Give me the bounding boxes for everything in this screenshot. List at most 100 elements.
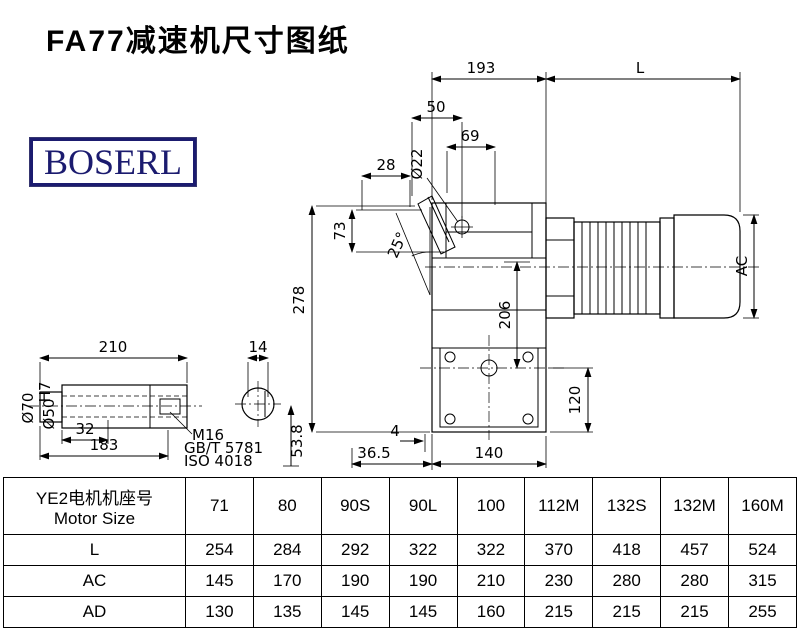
dim-50: 50 [411,98,463,218]
table-cell: 160 [456,596,526,628]
logo-text: BOSERL [43,142,183,182]
dim-4-label: 4 [390,422,400,440]
dim-28: 28 [361,156,411,210]
dim-36-5-label: 36.5 [357,444,390,462]
table-row-AC: AC 145 170 190 190 210 230 280 280 315 [3,565,797,597]
dim-193: 193 [431,59,547,215]
table-cell: 190 [388,565,458,597]
dim-120: 120 [550,367,593,433]
table-cell: 280 [592,565,662,597]
dimension-drawing: 193 L 50 69 Ø22 28 73 25° 278 [19,59,762,470]
table-cell: 130 [185,596,254,628]
gbt5781-label: GB/T 5781 [184,439,263,457]
col-header-112m: 112M [524,477,594,535]
shaft-end-view [235,381,281,427]
table-cell: 322 [456,534,526,566]
boserl-logo: BOSERL [30,138,196,186]
table-cell: 322 [388,534,458,566]
table-cell: 145 [320,596,390,628]
col-header-132m: 132M [660,477,729,535]
row-label-AD: AD [3,596,186,628]
dim-dia50-label: Ø50 [40,399,58,430]
dim-193-label: 193 [467,59,496,77]
dim-50-label: 50 [426,98,445,116]
col-header-90s: 90S [320,477,390,535]
m16-label: M16 [192,426,224,444]
table-cell: 210 [456,565,526,597]
input-shaft [417,195,473,255]
dim-206: 206 [496,261,530,369]
table-cell: 170 [252,565,322,597]
dim-73-label: 73 [331,221,349,240]
dim-L: L [545,59,741,212]
row-label-L: L [3,534,186,566]
col-header-160m: 160M [728,477,797,535]
table-cell: 215 [660,596,729,628]
dim-120-label: 120 [566,386,584,415]
dim-AC-label: AC [733,256,751,276]
dim-14-label: 14 [248,338,267,356]
dim-dia22: Ø22 [408,149,459,223]
centerlines [420,266,762,440]
motor-size-label-cn: YE2电机机座号 [35,488,154,508]
table-cell: 190 [320,565,390,597]
dim-32: 32 [61,420,109,444]
dim-210: 210 [39,338,188,389]
dim-210-label: 210 [99,338,128,356]
table-header-row: YE2电机机座号 Motor Size 71 80 90S 90L 100 11… [3,477,797,535]
table-cell: 135 [252,596,322,628]
dim-25deg: 25° [384,229,411,261]
col-header-132s: 132S [592,477,662,535]
dim-25deg-label: 25° [384,229,411,261]
table-cell: 215 [592,596,662,628]
table-cell: 292 [320,534,390,566]
m16-callout: M16 GB/T 5781 ISO 4018 [184,426,263,470]
dim-206-label: 206 [496,301,514,330]
dim-AC: AC [733,214,759,319]
col-header-90l: 90L [388,477,458,535]
dim-dia70: Ø70 [19,393,37,424]
table-cell: 145 [388,596,458,628]
table-row-AD: AD 130 135 145 145 160 215 215 215 255 [3,596,797,628]
col-header-71: 71 [185,477,254,535]
table-cell: 524 [728,534,797,566]
table-cell: 457 [660,534,729,566]
dim-183: 183 [39,426,169,460]
dim-278-label: 278 [290,286,308,315]
dim-32-label: 32 [75,420,94,438]
dim-h7-label: H7 [36,382,54,403]
table-row-L: L 254 284 292 322 322 370 418 457 524 [3,534,797,566]
dim-183-label: 183 [90,436,119,454]
table-cell: 215 [524,596,594,628]
dim-53-8-label: 53.8 [288,424,306,457]
table-cell: 315 [728,565,797,597]
dim-53-8: 53.8 [283,405,306,467]
table-cell: 254 [185,534,254,566]
table-header-motor-size: YE2电机机座号 Motor Size [3,477,186,535]
motor-body [545,214,741,319]
dim-69: 69 [446,127,496,205]
motor-size-label-en: Motor Size [53,508,136,528]
dim-dia22-label: Ø22 [408,149,426,180]
table-cell: 145 [185,565,254,597]
dim-278: 278 [290,205,430,433]
table-cell: 370 [524,534,594,566]
dim-28-label: 28 [376,156,395,174]
dim-14: 14 [247,338,269,397]
dim-36-5: 36.5 [351,444,433,468]
dim-dia70-label: Ø70 [19,393,37,424]
shaft-detail-view [28,384,202,435]
dim-4: 4 [390,422,433,470]
dim-L-label: L [636,59,645,77]
row-label-AC: AC [3,565,186,597]
col-header-80: 80 [252,477,322,535]
table-cell: 230 [524,565,594,597]
dim-69-label: 69 [460,127,479,145]
iso4018-label: ISO 4018 [184,452,253,470]
dim-140: 140 [431,436,547,468]
dim-dia50h7: Ø50 H7 [36,382,58,430]
table-cell: 255 [728,596,797,628]
dim-140-label: 140 [475,444,504,462]
motor-size-table: YE2电机机座号 Motor Size 71 80 90S 90L 100 11… [3,477,797,628]
table-cell: 418 [592,534,662,566]
